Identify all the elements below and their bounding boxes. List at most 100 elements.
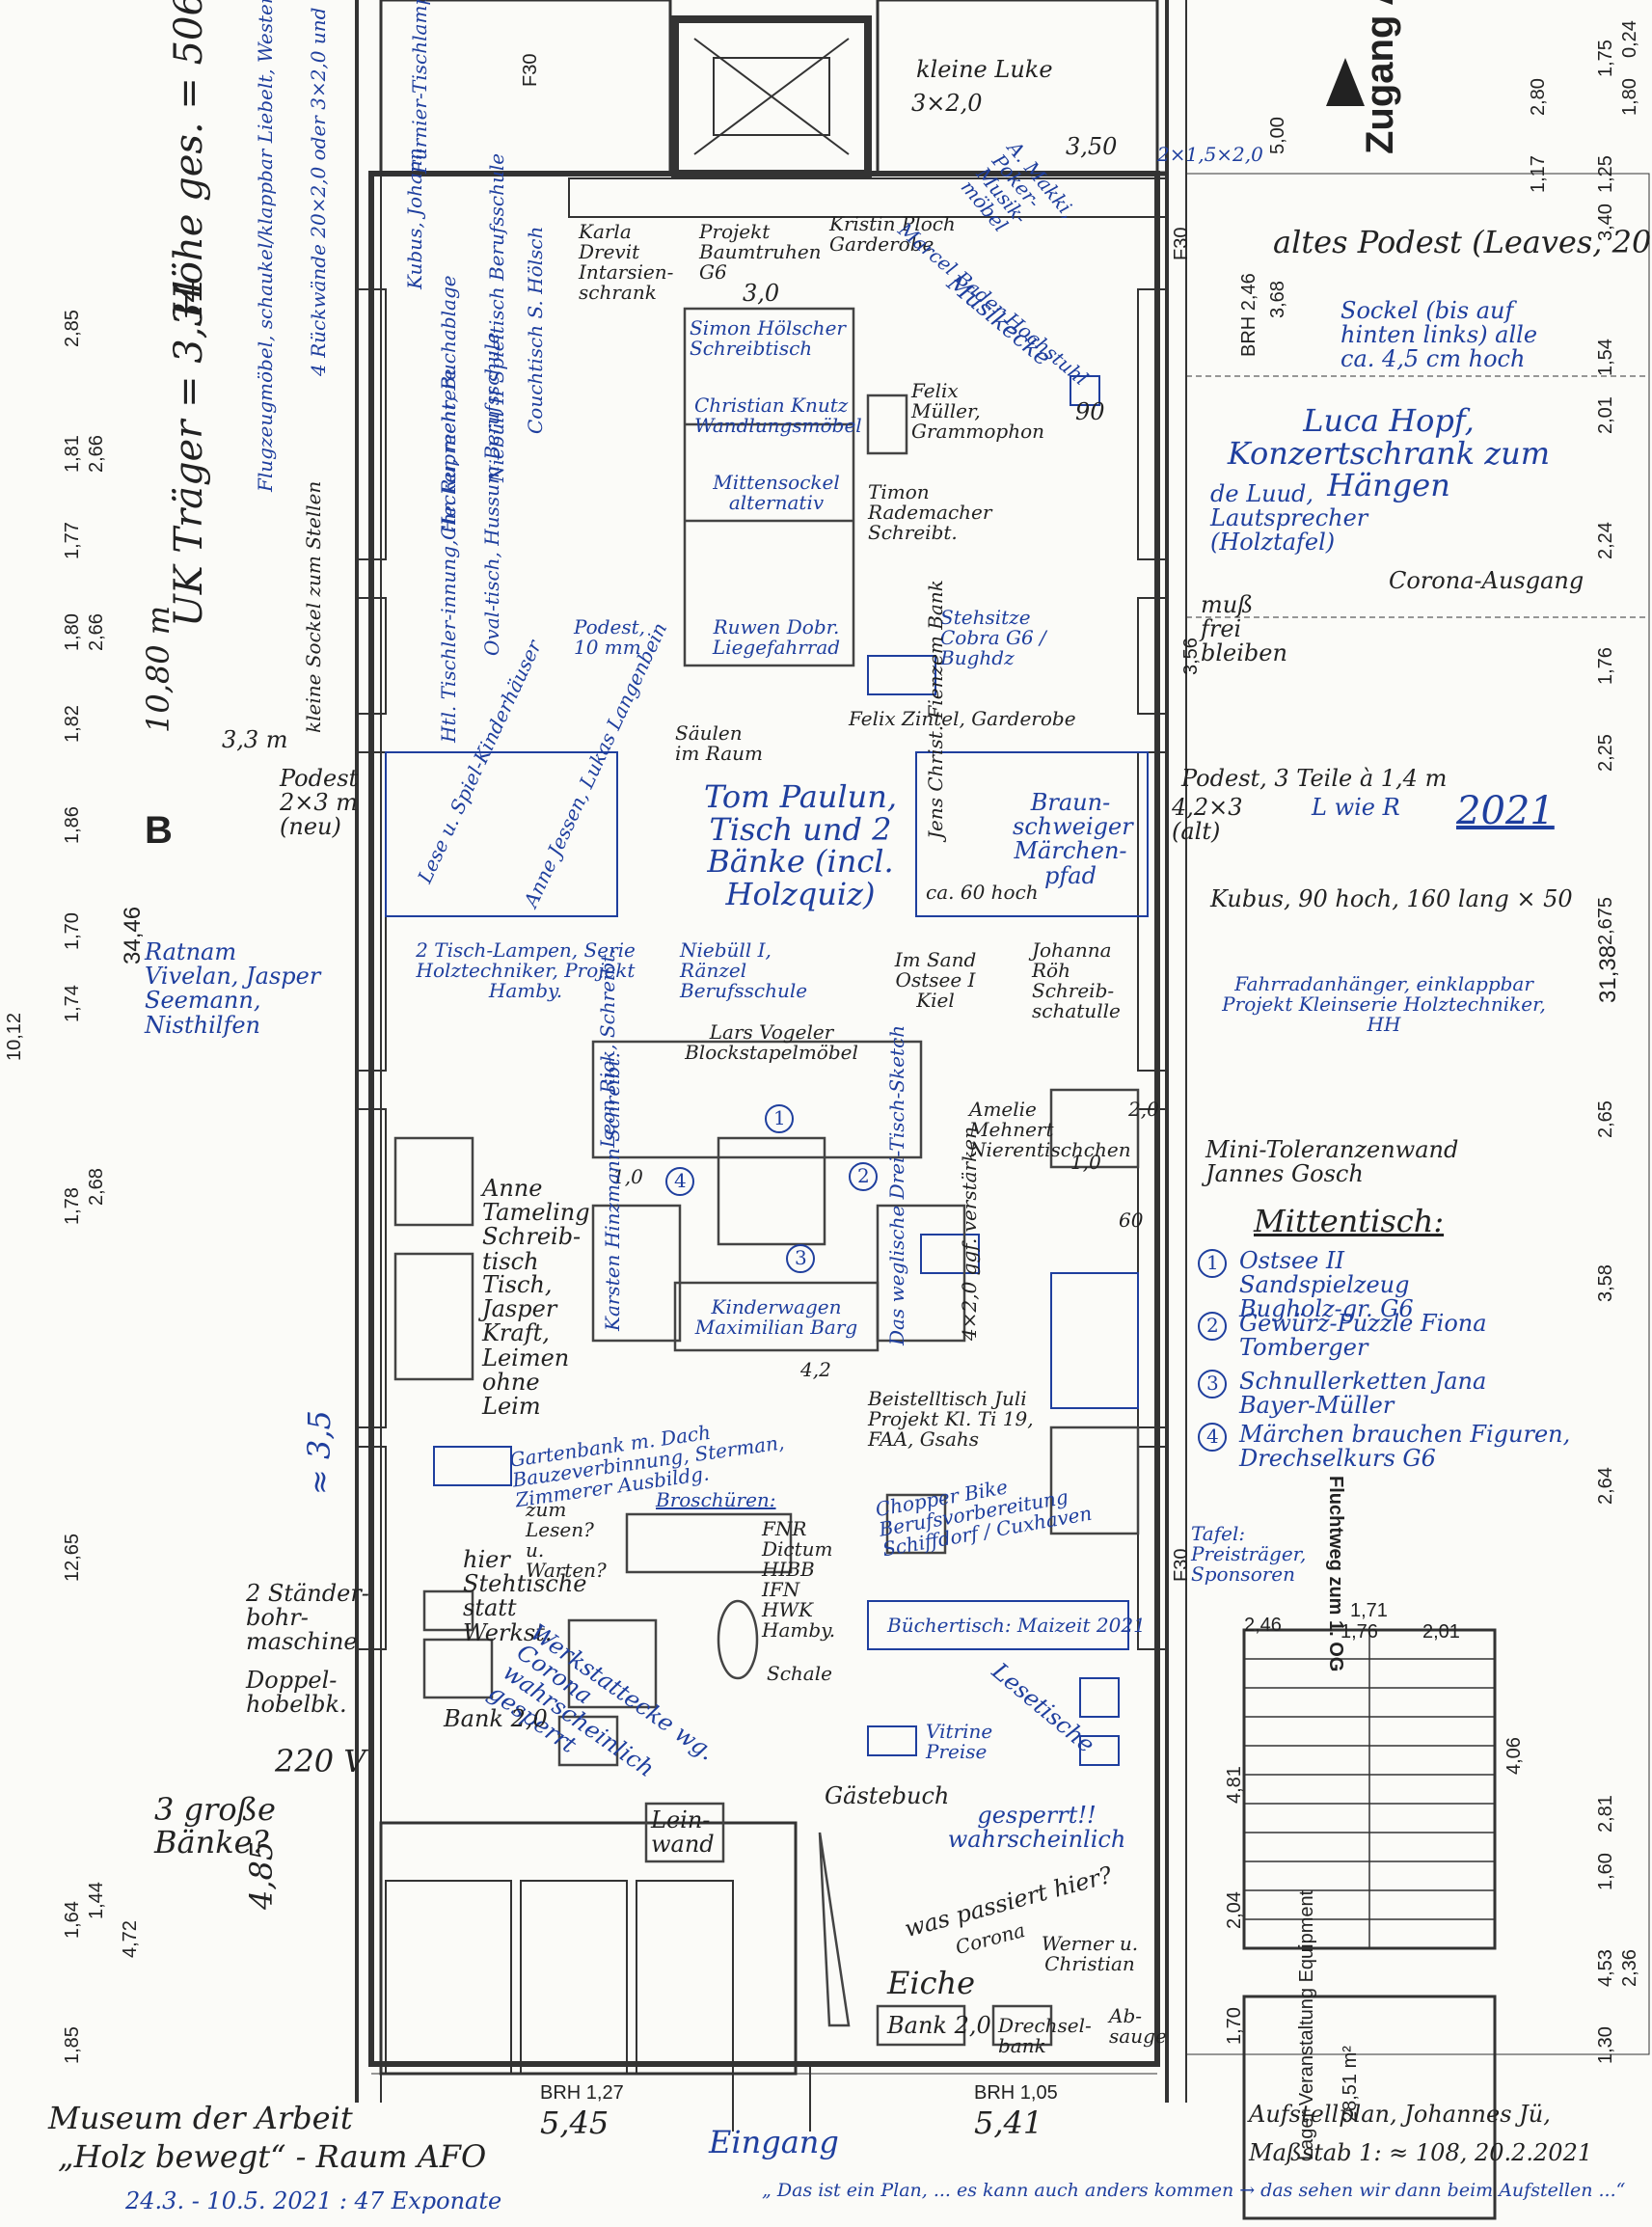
exhibit-christian: Christian Knutz Wandlungsmöbel: [694, 394, 862, 437]
exhibit-im-sand: Im Sand Ostsee I Kiel: [894, 948, 977, 1012]
stair-dim-1: 2,46: [1244, 1615, 1282, 1636]
kleine-luke-label: kleine Luke: [916, 56, 1053, 83]
dimension-4x20: 4×2,0 ggf. verstärken: [958, 1127, 981, 1341]
dimension-541: 5,41: [974, 2105, 1043, 2141]
right-dim-2: 4,53: [1595, 1949, 1616, 1987]
eingang-label: Eingang: [709, 2124, 839, 2160]
absauge-label: Ab-sauge: [1109, 2004, 1167, 2048]
l-wie-r-label: L wie R: [1312, 794, 1400, 821]
right-dim-8: 2,65: [1595, 1100, 1616, 1138]
museum-title: Museum der Arbeit: [48, 2100, 353, 2136]
stair-dim-3: 2,01: [1422, 1621, 1460, 1643]
mittentisch-item-4: Märchen brauchen Figuren, Drechselkurs G…: [1239, 1421, 1571, 1473]
bank20b-label: Bank 2,0: [887, 2012, 991, 2039]
massstab-label: Maßstab 1: ≈ 108, 20.2.2021: [1249, 2139, 1593, 2166]
dimension-30: 3,0: [743, 280, 780, 307]
f30-right: F30: [1171, 227, 1192, 260]
dimension-2x15: 2×1,5×2,0: [1157, 143, 1263, 166]
mittentisch-box: [718, 1137, 826, 1245]
exhibit-anne-tameling: Anne Tameling Schreib-tisch: [482, 1175, 590, 1275]
ca-60-label: ca. 60 hoch: [926, 881, 1039, 904]
exhibit-felix: Felix Müller, Grammophon: [911, 379, 1045, 443]
stehtische-label: hier Stehtische statt Werkst.: [463, 1546, 587, 1646]
right-dim-22: 0,24: [1619, 20, 1640, 58]
exhibit-podest-10: Podest, 10 mm: [574, 615, 645, 659]
dimension-545: 5,45: [540, 2105, 609, 2141]
zugang-aufzug-label: Zugang Aufzug: [1359, 0, 1401, 154]
bank20a-label: Bank 2,0: [444, 1705, 548, 1732]
exhibit-timon: Timon Rademacher Schreibt.: [868, 480, 992, 544]
right-dim-10: 2,25: [1595, 734, 1616, 772]
mittentisch-item-2: Gewürz-Puzzle Fiona Tomberger: [1239, 1310, 1487, 1362]
left-dim-1: 1,64: [62, 1901, 83, 1939]
total-length-right: 31,38: [1595, 944, 1621, 1003]
exhibit-tischlampen: 2 Tisch-Lampen, Serie Holztechniker, Pro…: [416, 938, 636, 1002]
left-dim-2: 4,72: [120, 1920, 141, 1958]
exhibit-ovaltisch: Oval-tisch, Hussum Berufsschule: [480, 332, 503, 656]
doppelhobel-label: Doppel-hobelbk.: [246, 1667, 347, 1719]
dimension-10a: 1,0: [612, 1165, 643, 1188]
exhibit-luca: Luca Hopf, Konzertschrank zum Hängen: [1227, 402, 1551, 504]
altes-podest-label: altes Podest (Leaves, 2011): [1273, 224, 1652, 260]
exhibit-stehsitze: Stehsitze Cobra G6 / Bughdz: [940, 606, 1046, 669]
podest-right: [915, 751, 1149, 917]
exhibit-baumtruhen: Projekt Baumtruhen G6: [699, 220, 822, 284]
staenderbohr-label: 2 Ständer-bohr-maschine: [246, 1580, 369, 1656]
left-dim-3: 12,65: [62, 1533, 83, 1582]
right-dim-7: 3,58: [1595, 1264, 1616, 1302]
v220-label: 220 V: [275, 1743, 366, 1779]
exhibit-kinderwagen: Kinderwagen Maximilian Barg: [694, 1295, 858, 1339]
exhibit-tom-paulun: Tom Paulun, Tisch und 2 Bänke (incl. Hol…: [703, 778, 898, 912]
podest-left: [385, 751, 618, 917]
left-dim-9: 1,82: [62, 705, 83, 743]
right-dim-20: 1,75: [1595, 40, 1616, 77]
exhibit-mittensockel: Mittensockel alternativ: [713, 471, 840, 514]
exhibit-ruwen: Ruwen Dobr. Liegefahrrad: [712, 615, 841, 659]
left-dim-8: 1,86: [62, 806, 83, 844]
mittentisch-n4: 4: [674, 1169, 687, 1192]
exhibition-dates: 24.3. - 10.5. 2021 : 47 Exponate: [125, 2187, 502, 2214]
dimension-90: 90: [1075, 398, 1105, 425]
uk-traeger-label: UK Träger = 3,34: [167, 277, 211, 627]
stair-dim-6: 2,04: [1224, 1891, 1245, 1929]
plan-note: „ Das ist ein Plan, ... es kann auch and…: [762, 2180, 1626, 2201]
exhibit-jens-christ: Jens Christ. Fienzem Bank: [924, 580, 947, 839]
right-dim-21: 1,17: [1528, 155, 1549, 193]
right-dim-13: 1,54: [1595, 339, 1616, 376]
schale-label: Schale: [767, 1662, 832, 1685]
grosse-baenke-label: 3 große Bänke?: [154, 1791, 276, 1860]
left-dim-11: 2,66: [86, 613, 107, 651]
exhibit-furnier: Furnier-Tischlampen: [408, 0, 431, 174]
exhibition-title: „Holz bewegt“ - Raum AFO: [58, 2138, 487, 2175]
tafel-label: Tafel: Preisträger, Sponsoren: [1191, 1522, 1307, 1586]
right-dim-18: 3,68: [1267, 281, 1288, 318]
exhibit-drei-tisch: Das weglische Drei-Tisch-Sketch: [885, 1024, 908, 1345]
exhibit-karsten: Karsten Hinzmann Schreibt.: [601, 1052, 624, 1331]
mittentisch-n3: 3: [795, 1246, 807, 1269]
corona-ausgang-label: Corona-Ausgang: [1389, 567, 1584, 594]
gesperrt-label: gesperrt!! wahrscheinlich: [947, 1802, 1126, 1854]
buechertisch-label: Büchertisch: Maizeit 2021: [887, 1614, 1146, 1637]
gaestebuch-label: Gästebuch: [825, 1782, 950, 1809]
stair-dim-7: 1,70: [1224, 2007, 1245, 2045]
left-dim-10: 1,80: [62, 613, 83, 651]
brh356-label: 3,56: [1180, 638, 1202, 675]
exhibit-lars: Lars Vogeler Blockstapelmöbel: [685, 1020, 858, 1064]
right-dim-15: 1,25: [1595, 155, 1616, 193]
exhibit-fahrradanhaenger: Fahrradanhänger, einklappbar Projekt Kle…: [1222, 972, 1546, 1036]
left-dim-14: 2,66: [86, 435, 107, 473]
elevator-arrow: [1326, 58, 1365, 106]
stair-dim-2: 1,76: [1341, 1621, 1378, 1643]
right-dim-4: 1,76: [1595, 647, 1616, 685]
hoehe-label: Höhe ges. = 506 cm: [167, 0, 211, 318]
leinwand-label: Lein-wand: [651, 1806, 715, 1859]
total-length-left: 34,46: [120, 906, 146, 964]
dimension-35: ≈ 3,5: [301, 1410, 338, 1495]
brh127-label: BRH 1,27: [540, 2082, 624, 2104]
dimension-42: 4,2: [800, 1358, 831, 1381]
mittentisch-n2: 2: [857, 1164, 870, 1187]
exhibit-niebuell1: Niebüll I, Ränzel Berufsschule: [680, 938, 808, 1002]
brh246-label: BRH 2,46: [1238, 273, 1259, 357]
exhibit-tischlerinnung: Htl. Tischler-innung, Hecker, mehrere: [437, 368, 460, 743]
